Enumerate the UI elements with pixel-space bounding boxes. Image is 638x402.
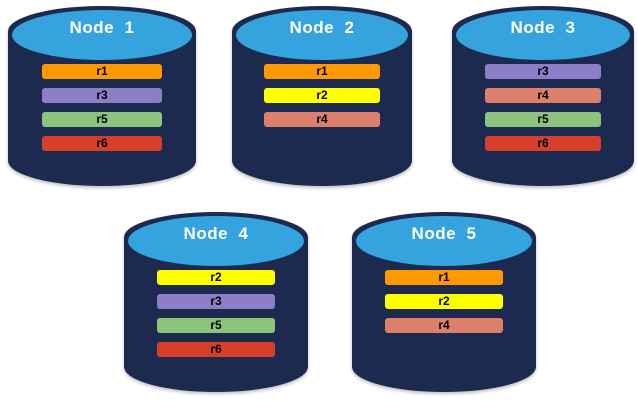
node-cylinder-3[interactable]: Node 3 r3 r4 r5 r6	[452, 6, 634, 186]
record-bar-r1[interactable]: r1	[385, 270, 503, 285]
record-bar-r2[interactable]: r2	[264, 88, 380, 103]
record-bar-r4[interactable]: r4	[264, 112, 380, 127]
record-list: r1 r2 r4	[352, 270, 536, 342]
record-bar-r4[interactable]: r4	[385, 318, 503, 333]
cylinder-top-ellipse	[356, 216, 532, 266]
cylinder-top-ellipse	[128, 216, 304, 266]
node-label: Node 2	[289, 18, 355, 37]
node-cylinder-2[interactable]: Node 2 r1 r2 r4	[232, 6, 412, 186]
cylinder-top-ellipse	[12, 10, 192, 60]
cylinder-top-ellipse	[236, 10, 408, 60]
node-cylinder-5[interactable]: Node 5 r1 r2 r4	[352, 212, 536, 392]
cylinder-top-ellipse	[456, 10, 630, 60]
record-bar-r1[interactable]: r1	[42, 64, 162, 79]
node-cylinder-4[interactable]: Node 4 r2 r3 r5 r6	[124, 212, 308, 392]
record-bar-r6[interactable]: r6	[157, 342, 275, 357]
node-cylinder-1[interactable]: Node 1 r1 r3 r5 r6	[8, 6, 196, 186]
record-bar-r5[interactable]: r5	[42, 112, 162, 127]
record-list: r1 r2 r4	[232, 64, 412, 136]
node-label: Node 3	[510, 18, 576, 37]
record-bar-r2[interactable]: r2	[157, 270, 275, 285]
record-bar-r1[interactable]: r1	[264, 64, 380, 79]
record-bar-r5[interactable]: r5	[485, 112, 601, 127]
record-bar-r3[interactable]: r3	[157, 294, 275, 309]
record-bar-r3[interactable]: r3	[485, 64, 601, 79]
record-bar-r6[interactable]: r6	[42, 136, 162, 151]
record-bar-r4[interactable]: r4	[485, 88, 601, 103]
record-list: r3 r4 r5 r6	[452, 64, 634, 160]
node-label: Node 4	[183, 224, 249, 243]
node-label: Node 1	[69, 18, 135, 37]
record-bar-r5[interactable]: r5	[157, 318, 275, 333]
record-bar-r6[interactable]: r6	[485, 136, 601, 151]
record-bar-r2[interactable]: r2	[385, 294, 503, 309]
record-list: r1 r3 r5 r6	[8, 64, 196, 160]
record-list: r2 r3 r5 r6	[124, 270, 308, 366]
node-label: Node 5	[411, 224, 477, 243]
record-bar-r3[interactable]: r3	[42, 88, 162, 103]
